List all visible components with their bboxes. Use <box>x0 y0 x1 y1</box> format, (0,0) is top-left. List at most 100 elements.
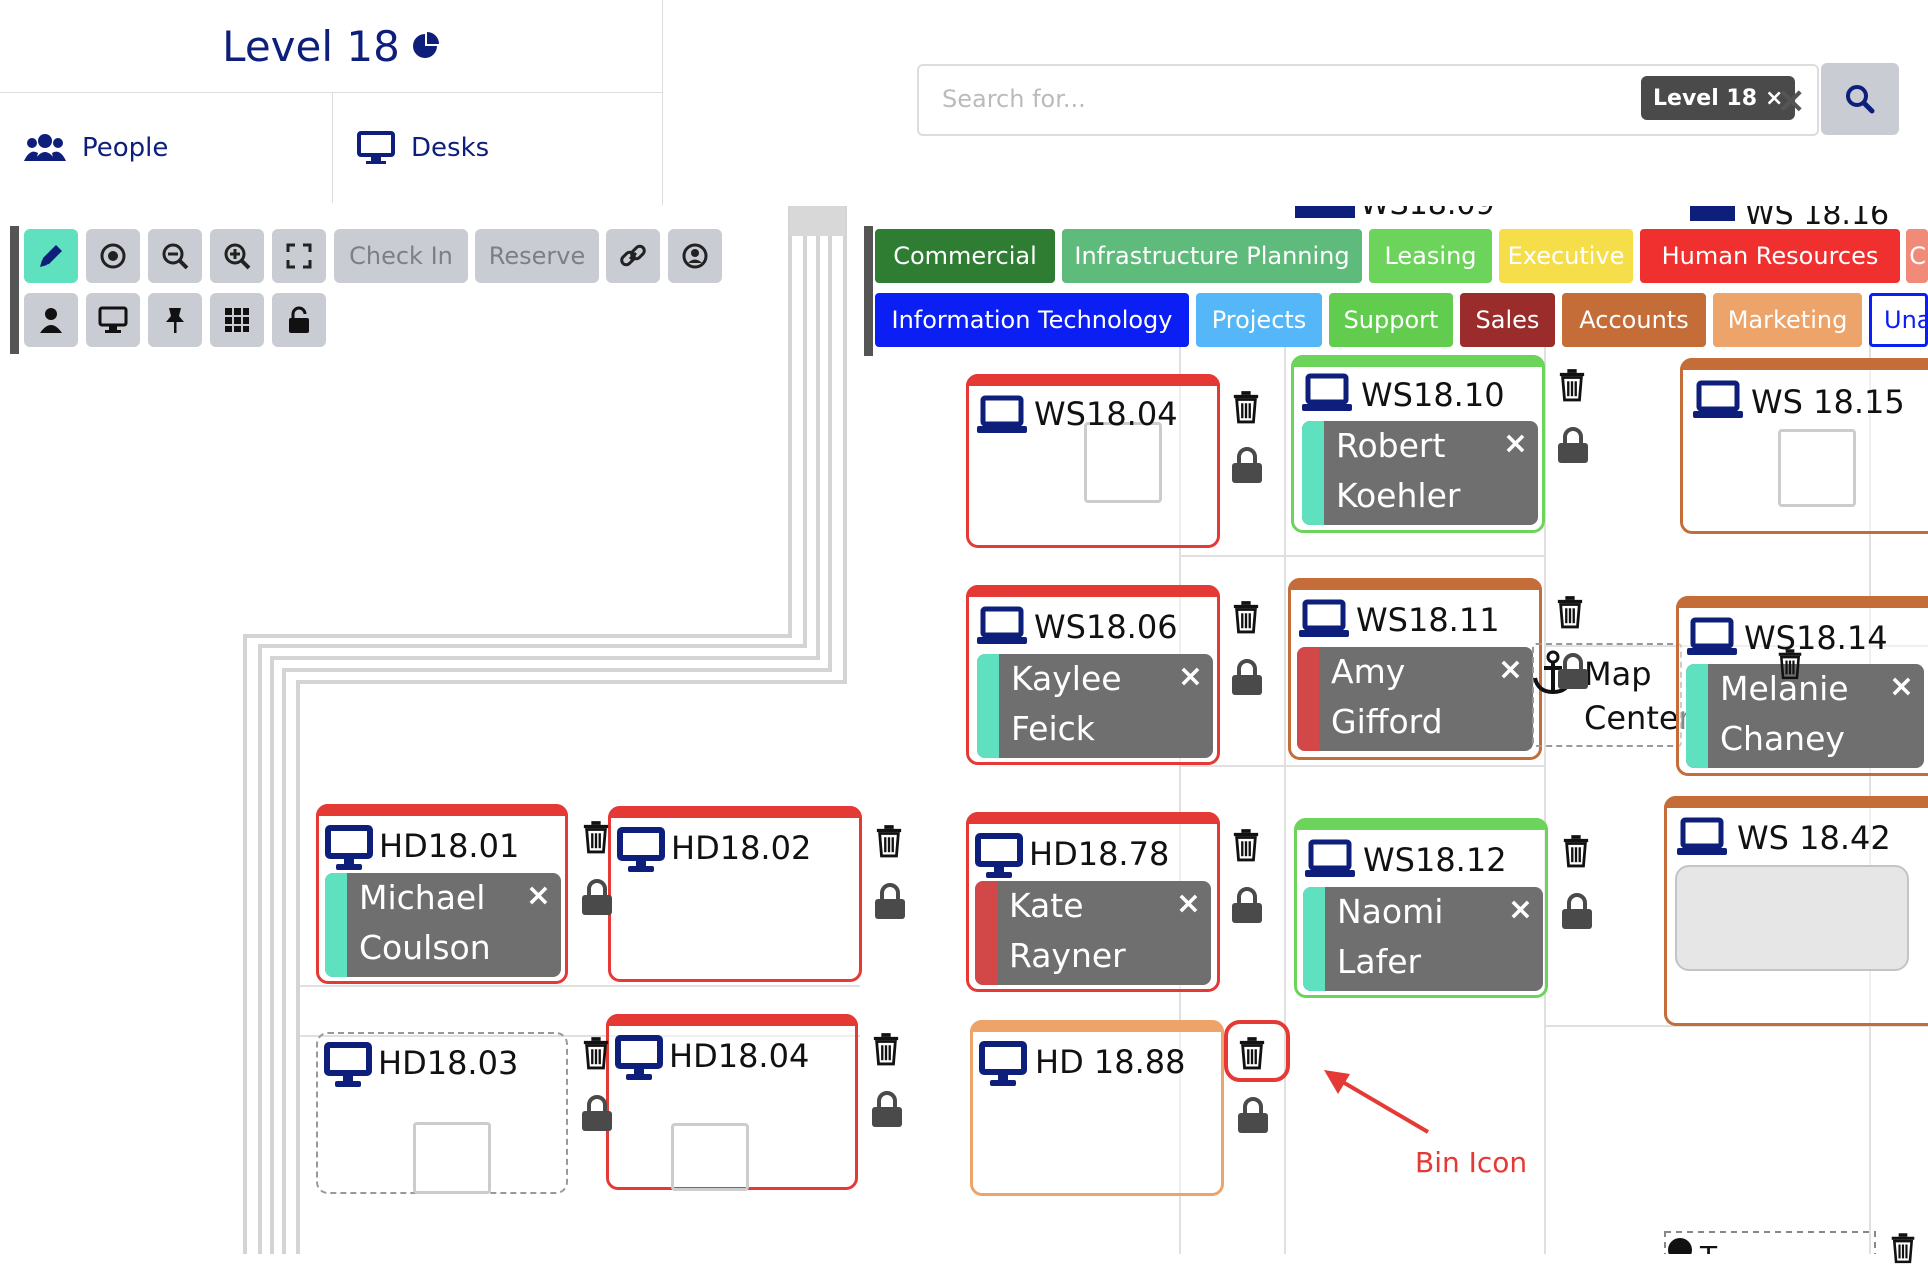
reserve-button[interactable]: Reserve <box>475 229 599 283</box>
person-last-name: Koehler <box>1336 476 1461 515</box>
delete-desk-icon[interactable] <box>1232 828 1260 862</box>
dept-chip-support[interactable]: Support <box>1329 293 1453 347</box>
unlock-tool-button[interactable] <box>272 293 326 347</box>
desk-name: HD18.78 <box>1029 835 1170 873</box>
person-card[interactable]: Naomi Lafer × <box>1303 887 1543 991</box>
unassign-icon[interactable]: × <box>1177 659 1203 694</box>
level-title[interactable]: Level 18 <box>0 0 662 93</box>
lock-icon[interactable] <box>1236 1096 1270 1134</box>
fit-screen-button[interactable] <box>272 229 326 283</box>
grid-tool-button[interactable] <box>210 293 264 347</box>
lock-icon[interactable] <box>873 882 907 920</box>
unassign-icon[interactable]: × <box>1175 886 1201 921</box>
delete-desk-icon[interactable] <box>1556 595 1584 629</box>
pie-chart-icon[interactable] <box>410 31 440 61</box>
person-tool-button[interactable] <box>24 293 78 347</box>
unassign-icon[interactable]: × <box>1497 652 1523 687</box>
desk-ws1804[interactable]: WS18.04 <box>966 374 1220 548</box>
desk-name: HD18.03 <box>378 1044 519 1082</box>
person-card[interactable]: Melanie Chaney × <box>1686 664 1924 768</box>
lock-icon[interactable] <box>1556 652 1590 690</box>
lock-icon[interactable] <box>870 1090 904 1128</box>
dept-chip-infrastructure-planning[interactable]: Infrastructure Planning <box>1062 229 1362 283</box>
desk-hd1804[interactable]: HD18.04 <box>606 1014 858 1191</box>
search-input[interactable] <box>940 78 1624 120</box>
desk-tool-button[interactable] <box>86 293 140 347</box>
dept-chip-human-resources[interactable]: Human Resources <box>1640 229 1900 283</box>
unassign-icon[interactable]: × <box>1888 669 1914 704</box>
lock-icon[interactable] <box>1230 658 1264 696</box>
dept-chip-sales[interactable]: Sales <box>1460 293 1555 347</box>
delete-desk-icon[interactable] <box>1238 1036 1266 1070</box>
tab-desks[interactable]: Desks <box>332 93 657 203</box>
edit-tool-button[interactable] <box>24 229 78 283</box>
desk-ws1810[interactable]: WS18.10 Robert Koehler × <box>1291 355 1545 533</box>
empty-person-slot[interactable] <box>1675 865 1909 971</box>
unassign-icon[interactable]: × <box>1507 892 1533 927</box>
person-first-name: Melanie <box>1720 669 1849 708</box>
delete-desk-icon[interactable] <box>1890 1232 1916 1264</box>
search-button[interactable] <box>1821 63 1899 135</box>
dept-chip-unassigned[interactable]: Una <box>1869 293 1928 347</box>
desk-hd1888[interactable]: HD 18.88 <box>970 1020 1224 1196</box>
unassign-icon[interactable]: × <box>525 878 551 913</box>
dept-chip-partial[interactable]: C <box>1906 229 1928 283</box>
person-card[interactable]: Michael Coulson × <box>325 873 561 977</box>
lock-icon[interactable] <box>1560 892 1594 930</box>
dept-chip-leasing[interactable]: Leasing <box>1369 229 1492 283</box>
dept-chip-executive[interactable]: Executive <box>1499 229 1633 283</box>
dept-chip-marketing[interactable]: Marketing <box>1713 293 1862 347</box>
dept-chip-projects[interactable]: Projects <box>1196 293 1322 347</box>
desk-ws1815[interactable]: WS 18.15 <box>1680 358 1928 534</box>
delete-desk-icon[interactable] <box>582 820 610 854</box>
zoom-in-button[interactable] <box>210 229 264 283</box>
delete-desk-icon[interactable] <box>582 1036 610 1070</box>
desk-hd1803[interactable]: HD18.03 <box>316 1032 568 1194</box>
desk-hd1802[interactable]: HD18.02 <box>608 806 862 982</box>
tab-people[interactable]: People <box>24 93 324 203</box>
desk-name: HD18.01 <box>379 827 520 865</box>
check-in-button[interactable]: Check In <box>334 229 468 283</box>
dept-chip-commercial[interactable]: Commercial <box>875 229 1055 283</box>
lock-icon[interactable] <box>1230 886 1264 924</box>
lock-icon[interactable] <box>1230 446 1264 484</box>
dept-chip-accounts[interactable]: Accounts <box>1562 293 1706 347</box>
lock-icon[interactable] <box>1556 426 1590 464</box>
user-circle-button[interactable] <box>668 229 722 283</box>
delete-desk-icon[interactable] <box>1232 600 1260 634</box>
person-card[interactable]: Kaylee Feick × <box>977 654 1213 758</box>
desk-ws1811[interactable]: WS18.11 Amy Gifford × <box>1288 578 1542 760</box>
desk-ws1806[interactable]: WS18.06 Kaylee Feick × <box>966 585 1220 765</box>
pin-tool-button[interactable] <box>148 293 202 347</box>
person-card[interactable]: Amy Gifford × <box>1297 647 1533 751</box>
desk-ws1814[interactable]: WS18.14 Melanie Chaney × <box>1676 596 1928 776</box>
delete-desk-icon[interactable] <box>1777 648 1803 680</box>
bin-icon-annotation: Bin Icon <box>1415 1146 1528 1179</box>
center-tool-button[interactable] <box>86 229 140 283</box>
remove-tag-icon[interactable]: × <box>1765 85 1784 111</box>
floorplan-canvas[interactable]: WS18.09 WS 18.16 T <box>0 206 1928 1254</box>
svg-text:T: T <box>1699 1240 1718 1254</box>
lock-icon[interactable] <box>580 878 614 916</box>
desk-hd1801[interactable]: HD18.01 Michael Coulson × <box>316 804 568 984</box>
desk-ws1842[interactable]: WS 18.42 <box>1664 796 1928 1026</box>
person-card[interactable]: Robert Koehler × <box>1302 421 1538 525</box>
annotation-arrow <box>1324 1070 1430 1134</box>
desk-name: WS18.14 <box>1744 619 1888 657</box>
link-button[interactable] <box>606 229 660 283</box>
person-card[interactable]: Kate Rayner × <box>975 881 1211 985</box>
delete-desk-icon[interactable] <box>1558 368 1586 402</box>
lock-icon[interactable] <box>580 1094 614 1132</box>
delete-desk-icon[interactable] <box>872 1032 900 1066</box>
delete-desk-icon[interactable] <box>875 824 903 858</box>
target-icon <box>100 243 126 269</box>
clear-search-icon[interactable]: × <box>1776 80 1807 121</box>
desk-ws1812[interactable]: WS18.12 Naomi Lafer × <box>1294 818 1548 998</box>
unassign-icon[interactable]: × <box>1502 426 1528 461</box>
delete-desk-icon[interactable] <box>1232 390 1260 424</box>
laptop-icon <box>1693 380 1743 418</box>
zoom-out-button[interactable] <box>148 229 202 283</box>
dept-chip-information-technology[interactable]: Information Technology <box>875 293 1189 347</box>
desk-hd1878[interactable]: HD18.78 Kate Rayner × <box>966 812 1220 992</box>
delete-desk-icon[interactable] <box>1562 834 1590 868</box>
